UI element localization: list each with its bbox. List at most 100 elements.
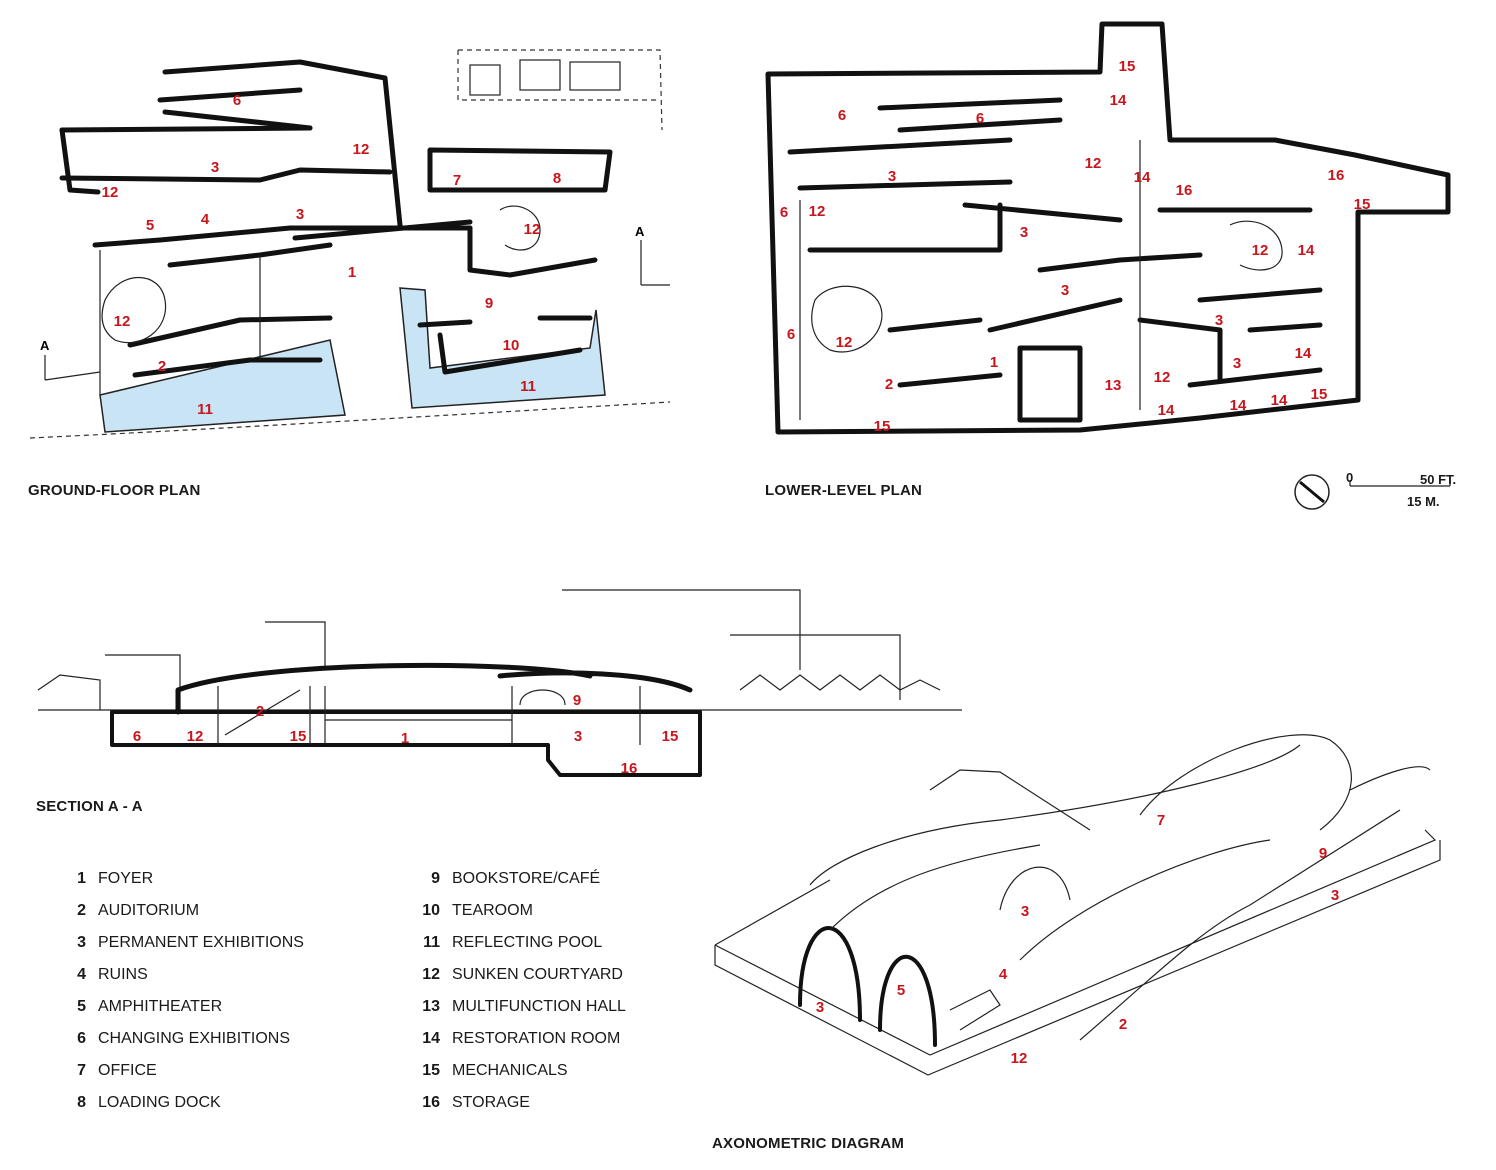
room-number-tag: 2 bbox=[256, 703, 264, 720]
room-number-tag: 3 bbox=[211, 159, 219, 176]
room-number-tag: 6 bbox=[133, 728, 141, 745]
ground-floor-plan bbox=[29, 49, 671, 439]
legend-item: 14 RESTORATION ROOM bbox=[412, 1030, 626, 1062]
reflecting-pool-east bbox=[399, 287, 606, 409]
room-number-tag: 7 bbox=[453, 172, 461, 189]
legend-number: 2 bbox=[77, 902, 86, 919]
room-number-tag: 3 bbox=[1233, 355, 1241, 372]
room-number-tag: 1 bbox=[401, 730, 409, 747]
room-number-tag: 11 bbox=[520, 378, 536, 395]
legend-label: RESTORATION ROOM bbox=[452, 1030, 621, 1047]
room-number-tag: 8 bbox=[553, 170, 561, 187]
room-number-tag: 13 bbox=[1105, 377, 1122, 394]
legend-number: 9 bbox=[431, 870, 440, 887]
room-number-tag: 4 bbox=[201, 211, 210, 228]
room-number-tag: 12 bbox=[836, 334, 853, 351]
room-number-tag: 14 bbox=[1110, 92, 1127, 109]
room-number-tag: 15 bbox=[1119, 58, 1136, 75]
caption-section-a-a: SECTION A - A bbox=[36, 798, 143, 815]
room-number-tag: 3 bbox=[888, 168, 896, 185]
room-number-tag: 15 bbox=[290, 728, 307, 745]
section-a-a bbox=[37, 589, 962, 777]
legend-number: 16 bbox=[422, 1094, 440, 1111]
legend-label: BOOKSTORE/CAFÉ bbox=[452, 870, 601, 887]
legend-item: 8 LOADING DOCK bbox=[58, 1094, 304, 1126]
scale-bar: 0 50 FT. 15 M. bbox=[1290, 470, 1470, 520]
legend-number: 8 bbox=[77, 1094, 86, 1111]
legend-item: 4 RUINS bbox=[58, 966, 304, 998]
legend-label: REFLECTING POOL bbox=[452, 934, 603, 951]
reflecting-pool-west bbox=[99, 339, 346, 433]
legend-number: 11 bbox=[423, 934, 440, 951]
legend-number: 6 bbox=[77, 1030, 86, 1047]
legend-label: AUDITORIUM bbox=[98, 902, 200, 919]
room-number-tag: 11 bbox=[197, 401, 213, 418]
room-number-tag: 3 bbox=[1331, 887, 1339, 904]
room-number-tag: 14 bbox=[1295, 345, 1312, 362]
room-number-tag: 3 bbox=[816, 999, 824, 1016]
room-number-tag: 12 bbox=[1011, 1050, 1028, 1067]
legend-number: 14 bbox=[422, 1030, 440, 1047]
legend-label: LOADING DOCK bbox=[98, 1094, 221, 1111]
legend-number: 5 bbox=[77, 998, 86, 1015]
room-number-tag: 12 bbox=[353, 141, 370, 158]
room-number-tag: 15 bbox=[662, 728, 679, 745]
room-number-tag: 16 bbox=[1328, 167, 1345, 184]
caption-axonometric-diagram: AXONOMETRIC DIAGRAM bbox=[712, 1135, 905, 1152]
legend-label: OFFICE bbox=[98, 1062, 157, 1079]
room-number-tag: 3 bbox=[1021, 903, 1029, 920]
room-number-tag: 6 bbox=[976, 110, 984, 127]
caption-ground-floor-plan: GROUND-FLOOR PLAN bbox=[28, 482, 201, 499]
legend-label: STORAGE bbox=[452, 1094, 530, 1111]
room-number-tag: 6 bbox=[233, 92, 241, 109]
room-number-tag: 5 bbox=[146, 217, 154, 234]
room-number-tag: 14 bbox=[1298, 242, 1315, 259]
legend-label: SUNKEN COURTYARD bbox=[452, 966, 623, 983]
room-number-tag: 1 bbox=[990, 354, 998, 371]
room-number-tag: 12 bbox=[524, 221, 541, 238]
room-number-tag: 9 bbox=[485, 295, 493, 312]
legend-number: 4 bbox=[77, 966, 86, 983]
room-number-tag: 12 bbox=[187, 728, 204, 745]
room-number-tag: 6 bbox=[780, 204, 788, 221]
room-number-tag: 4 bbox=[999, 966, 1008, 983]
scale-feet: 50 FT. bbox=[1420, 472, 1457, 487]
room-number-tag: 2 bbox=[158, 358, 166, 375]
room-number-tag: 12 bbox=[809, 203, 826, 220]
room-number-tag: 5 bbox=[897, 982, 905, 999]
legend-label: FOYER bbox=[98, 870, 154, 887]
legend-number: 3 bbox=[77, 934, 86, 951]
legend-label: MULTIFUNCTION HALL bbox=[452, 998, 626, 1015]
scale-zero: 0 bbox=[1346, 470, 1354, 485]
legend-number: 10 bbox=[422, 902, 440, 919]
caption-lower-level-plan: LOWER-LEVEL PLAN bbox=[765, 482, 923, 499]
room-number-tag: 7 bbox=[1157, 812, 1165, 829]
legend-item: 2 AUDITORIUM bbox=[58, 902, 304, 934]
legend-number: 13 bbox=[422, 998, 440, 1015]
room-number-tag: 12 bbox=[1085, 155, 1102, 172]
legend-label: RUINS bbox=[98, 966, 148, 983]
room-number-tag: 6 bbox=[787, 326, 795, 343]
section-marker-east: A bbox=[635, 224, 645, 239]
legend-label: AMPHITHEATER bbox=[98, 998, 223, 1015]
lower-level-plan bbox=[765, 21, 1451, 435]
legend-number: 1 bbox=[77, 870, 86, 887]
legend-label: MECHANICALS bbox=[452, 1062, 568, 1079]
north-arrow-icon bbox=[1294, 474, 1451, 510]
section-marker-west: A bbox=[40, 338, 50, 353]
room-number-tag: 2 bbox=[885, 376, 893, 393]
legend-item: 16 STORAGE bbox=[412, 1094, 626, 1126]
legend-number: 15 bbox=[422, 1062, 440, 1079]
room-number-tag: 12 bbox=[1154, 369, 1171, 386]
legend-item: 1 FOYER bbox=[58, 870, 304, 902]
room-number-tag: 9 bbox=[1319, 845, 1327, 862]
